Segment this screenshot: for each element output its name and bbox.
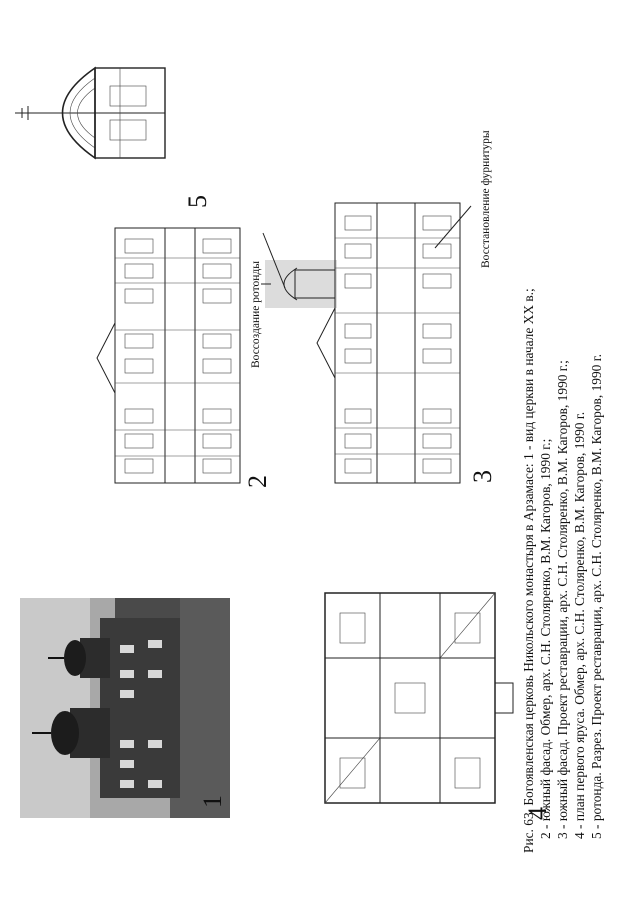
panel-5-rotunda-section bbox=[15, 8, 170, 218]
panel-number-5: 5 bbox=[183, 195, 212, 208]
caption-line-4: 4 - план первого яруса. Обмер, арх. С.Н.… bbox=[572, 411, 587, 839]
caption-line-2: 2 - южный фасад. Обмер, арх. С.Н. Столяр… bbox=[538, 438, 553, 839]
caption-line-5: 5 - ротонда. Разрез. Проект реставрации,… bbox=[589, 353, 604, 839]
caption-line-1: Рис. 63. Богоявленская церковь Никольско… bbox=[521, 288, 536, 853]
rotunda-annotation: Воссоздание ротонды bbox=[250, 261, 262, 368]
panel-1-photo bbox=[20, 598, 230, 818]
rotunda-section-drawing bbox=[15, 66, 166, 160]
panel-number-1: 1 bbox=[198, 795, 227, 808]
facade-measured-drawing bbox=[96, 227, 241, 484]
figure-caption: Рис. 63. Богоявленская церковь Никольско… bbox=[520, 33, 605, 853]
caption-line-3: 3 - южный фасад. Проект реставрации, арх… bbox=[555, 360, 570, 839]
panel-number-3: 3 bbox=[468, 470, 497, 483]
panel-3-facade-restoration bbox=[261, 198, 472, 488]
panel-4-floor-plan bbox=[320, 588, 514, 808]
panel-2-facade-measured bbox=[95, 223, 245, 488]
fixtures-annotation: Восстановление фурнитуры bbox=[480, 130, 492, 268]
floor-plan-drawing bbox=[324, 592, 514, 804]
church-photo-illustration bbox=[20, 598, 230, 818]
facade-restoration-drawing bbox=[261, 202, 472, 484]
